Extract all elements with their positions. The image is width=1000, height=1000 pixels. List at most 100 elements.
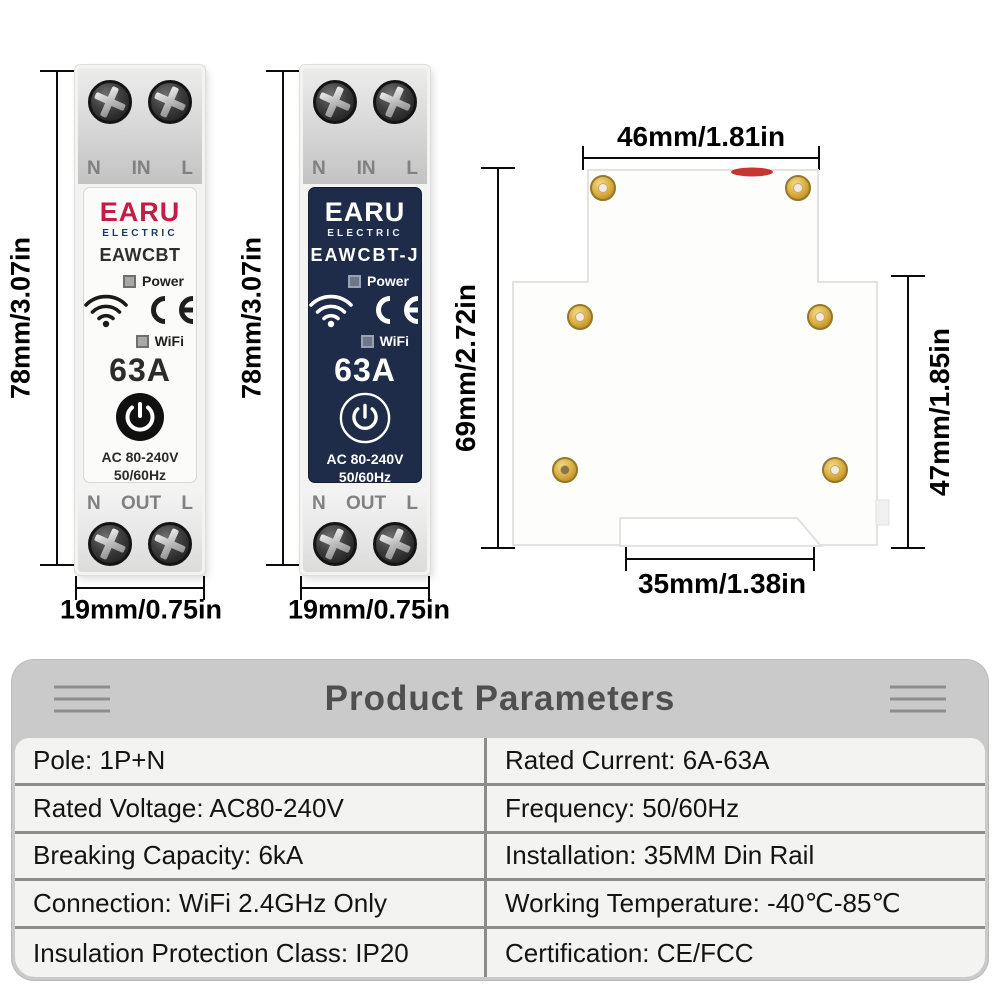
power-led-square-icon	[122, 274, 136, 288]
current-rating: 63A	[109, 352, 171, 388]
din-clip-tab	[875, 499, 890, 526]
breaker-front-eawcbt: N IN L EARU ELECTRIC EAWCBT Power	[75, 65, 205, 575]
power-indicator: Power	[347, 273, 409, 289]
product-parameters-panel: Product Parameters Pole: 1P+N Rated Volt…	[12, 660, 988, 980]
dim-label-breaker2-height: 78mm/3.07in	[236, 236, 267, 400]
dim-label-breaker2-width: 19mm/0.75in	[287, 594, 451, 625]
terminal-screws	[88, 522, 192, 566]
terminal-label: L	[181, 158, 193, 179]
power-led-square-icon	[347, 274, 361, 288]
dim-line-breaker2-width	[300, 576, 430, 600]
wifi-ce-row	[84, 292, 196, 328]
brass-screw-icon	[822, 457, 848, 483]
param-cell-installation: Installation: 35MM Din Rail	[487, 833, 985, 882]
ce-mark-icon	[151, 296, 194, 324]
dim-label-rear-bottom-width: 35mm/1.38in	[637, 568, 807, 599]
terminal-label: N	[312, 493, 326, 514]
terminal-label: IN	[356, 158, 376, 179]
model-label: EAWCBT	[99, 245, 181, 265]
param-cell-connection: Connection: WiFi 2.4GHz Only	[15, 881, 487, 930]
model-label: EAWCBT-J	[310, 245, 420, 265]
dim-label-rear-left-height: 69mm/2.72in	[450, 283, 481, 453]
terminal-block-top: N IN L	[303, 68, 427, 184]
brass-screw-icon	[552, 457, 578, 483]
brass-screw-icon	[785, 175, 811, 201]
dim-label-breaker1-width: 19mm/0.75in	[59, 594, 223, 625]
param-cell-breaking-capacity: Breaking Capacity: 6kA	[15, 833, 487, 882]
terminal-screw-icon	[313, 80, 357, 124]
panel-header: Product Parameters	[12, 660, 988, 738]
brass-screw-icon	[807, 304, 833, 330]
brand-sub-logo: ELECTRIC	[102, 228, 178, 239]
terminal-label: IN	[131, 158, 151, 179]
rear-body	[512, 169, 878, 546]
voltage-rating: AC 80-240V 50/60Hz	[101, 449, 179, 483]
terminal-label: L	[181, 493, 193, 514]
brass-screw-icon	[567, 304, 593, 330]
terminal-label: OUT	[121, 493, 162, 514]
terminal-screw-icon	[88, 522, 132, 566]
dim-line-rear-top-width	[582, 146, 820, 170]
terminal-screws	[313, 522, 417, 566]
wifi-indicator: WiFi	[360, 333, 409, 349]
dim-line-rear-bottom-width	[625, 547, 815, 571]
decorative-lines-icon	[54, 685, 110, 713]
wifi-signal-icon	[84, 294, 128, 328]
wifi-led-square-icon	[360, 334, 374, 348]
panel-title: Product Parameters	[324, 679, 676, 718]
brand-logo: EARU	[99, 197, 181, 227]
terminal-labels-bottom: N OUT L	[87, 493, 193, 515]
breaker-front-eawcbt-j: N IN L EARU ELECTRIC EAWCBT-J Power	[300, 65, 430, 575]
dim-line-breaker1-width	[75, 576, 205, 600]
terminal-labels-top: N IN L	[312, 158, 418, 180]
terminal-screw-icon	[373, 522, 417, 566]
breaker-face-panel: EARU ELECTRIC EAWCBT Power	[83, 187, 197, 483]
dim-label-rear-right-height: 47mm/1.85in	[924, 327, 955, 497]
breaker-face-panel: EARU ELECTRIC EAWCBT-J Power	[308, 187, 422, 483]
terminal-block-bottom: N OUT L	[303, 488, 427, 572]
terminal-block-top: N IN L	[78, 68, 202, 184]
dim-line-rear-right-height	[891, 275, 925, 549]
terminal-screw-icon	[313, 522, 357, 566]
rear-view	[512, 167, 890, 547]
terminal-labels-top: N IN L	[87, 158, 193, 180]
terminal-screw-icon	[88, 80, 132, 124]
dim-line-breaker2-height	[266, 70, 300, 566]
dim-label-breaker1-height: 78mm/3.07in	[5, 236, 36, 400]
power-button-icon	[339, 392, 391, 444]
param-cell-rated-voltage: Rated Voltage: AC80-240V	[15, 785, 487, 834]
current-rating: 63A	[334, 352, 396, 388]
wifi-led-square-icon	[135, 334, 149, 348]
ce-mark-icon	[376, 296, 419, 324]
brand-sub-logo: ELECTRIC	[327, 228, 403, 239]
param-cell-working-temperature: Working Temperature: -40℃-85℃	[487, 881, 985, 930]
red-indicator-mark	[731, 167, 773, 177]
brass-screw-icon	[590, 175, 616, 201]
terminal-label: N	[312, 158, 326, 179]
terminal-screws	[313, 80, 417, 124]
wifi-signal-icon	[309, 294, 353, 328]
brand-logo: EARU	[324, 197, 406, 227]
terminal-screw-icon	[373, 80, 417, 124]
voltage-rating: AC 80-240V 50/60Hz	[326, 451, 404, 483]
param-cell-frequency: Frequency: 50/60Hz	[487, 785, 985, 834]
param-cell-certification: Certification: CE/FCC	[487, 929, 985, 977]
din-rail-notch	[619, 517, 824, 547]
terminal-label: L	[406, 158, 418, 179]
dim-line-rear-left-height	[481, 167, 515, 549]
terminal-label: OUT	[346, 493, 387, 514]
wifi-ce-row	[309, 292, 421, 328]
terminal-label: N	[87, 493, 101, 514]
terminal-label: L	[406, 493, 418, 514]
terminal-screws	[88, 80, 192, 124]
param-cell-pole: Pole: 1P+N	[15, 738, 487, 786]
terminal-label: N	[87, 158, 101, 179]
power-indicator: Power	[122, 273, 184, 289]
dim-label-rear-top-width: 46mm/1.81in	[616, 121, 786, 152]
param-cell-insulation-class: Insulation Protection Class: IP20	[15, 929, 487, 977]
parameters-table: Pole: 1P+N Rated Voltage: AC80-240V Brea…	[15, 738, 985, 977]
terminal-block-bottom: N OUT L	[78, 488, 202, 572]
terminal-screw-icon	[148, 80, 192, 124]
dim-line-breaker1-height	[40, 70, 74, 566]
